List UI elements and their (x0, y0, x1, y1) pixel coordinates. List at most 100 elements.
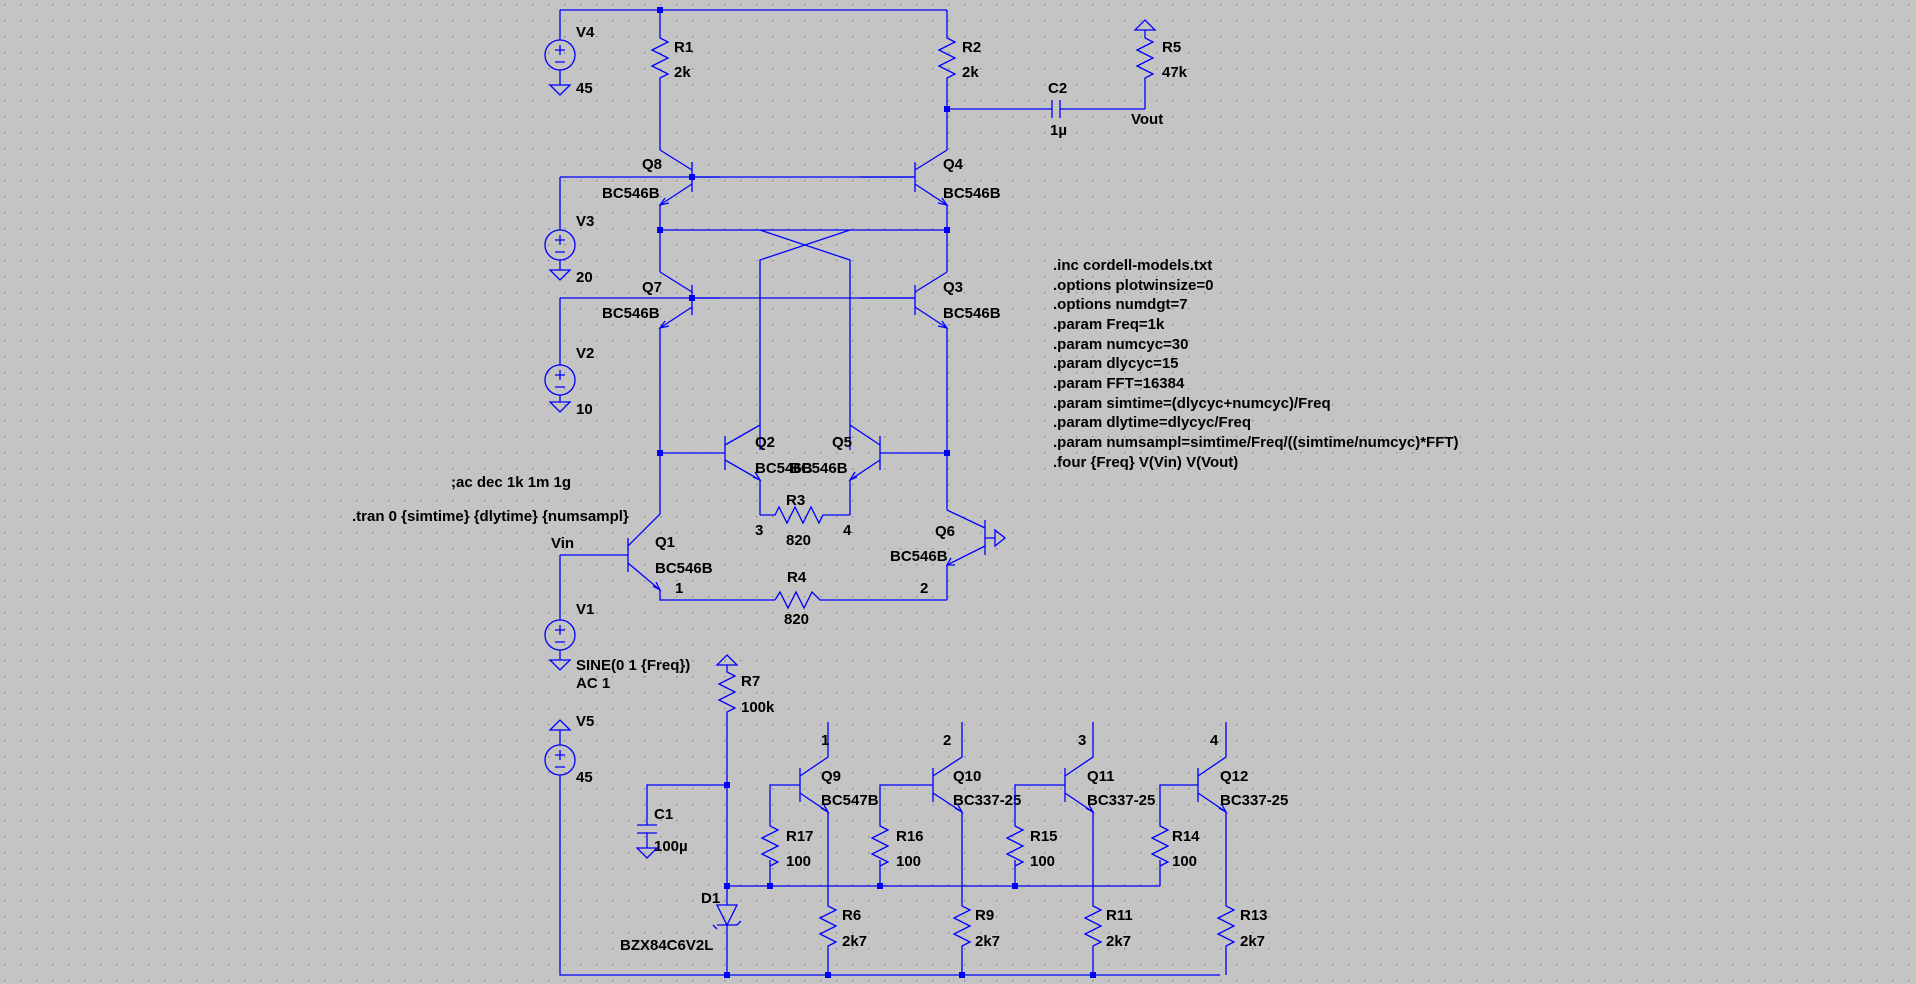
R6-value: 2k7 (842, 933, 867, 950)
C2-name: C2 (1048, 80, 1067, 97)
directive-line: .param dlycyc=15 (1053, 355, 1179, 372)
Q4-name: Q4 (943, 156, 964, 173)
transistor-Q2[interactable]: Q2 BC546B (720, 424, 813, 515)
Q8-name: Q8 (642, 156, 662, 173)
R6-name: R6 (842, 907, 861, 924)
resistor-R4[interactable]: R4 820 2 (774, 569, 947, 628)
C1-name: C1 (654, 806, 673, 823)
Q6-value: BC546B (890, 548, 948, 565)
R15-value: 100 (1030, 853, 1055, 870)
V2-name: V2 (576, 345, 594, 362)
voltage-source-V5[interactable]: V5 45 (544, 713, 1220, 976)
net-label-vout: Vout (1131, 111, 1163, 128)
directive-line: .four {Freq} V(Vin) V(Vout) (1053, 454, 1238, 471)
R5-name: R5 (1162, 39, 1181, 56)
voltage-source-V2[interactable]: V2 10 (544, 345, 594, 418)
R1-name: R1 (674, 39, 693, 56)
capacitor-C2[interactable]: C2 1µ (1048, 80, 1067, 139)
Q1-name: Q1 (655, 534, 675, 551)
Q2-name: Q2 (755, 434, 775, 451)
V1-value: SINE(0 1 {Freq}) (576, 657, 690, 674)
net-label-q10-2: 2 (943, 732, 951, 749)
C2-value: 1µ (1050, 122, 1067, 139)
resistor-R11[interactable]: R11 2k7 (1083, 900, 1133, 975)
top-rail (560, 9, 948, 30)
V4-value: 45 (576, 80, 593, 97)
R4-value: 820 (784, 611, 809, 628)
Q7-name: Q7 (642, 279, 662, 296)
resistor-R2[interactable]: R2 2k (937, 30, 981, 88)
resistor-R5[interactable]: R5 47k (1133, 19, 1188, 109)
net-label-q11-3: 3 (1078, 732, 1086, 749)
R1-value: 2k (674, 64, 691, 81)
resistor-R6[interactable]: R6 2k7 (818, 900, 867, 975)
R17-value: 100 (786, 853, 811, 870)
voltage-source-V4[interactable]: V4 45 (544, 10, 595, 97)
R9-name: R9 (975, 907, 994, 924)
Q10-value: BC337-25 (953, 792, 1021, 809)
V2-value: 10 (576, 401, 593, 418)
Q9-name: Q9 (821, 768, 841, 785)
directive-line: .param simtime=(dlycyc+numcyc)/Freq (1053, 395, 1331, 412)
V3-name: V3 (576, 213, 594, 230)
V1-name: V1 (576, 601, 594, 618)
resistor-R16[interactable]: R16 100 (870, 818, 924, 870)
Q3-value: BC546B (943, 305, 1001, 322)
resistor-R1[interactable]: R1 2k (650, 30, 693, 88)
R7-value: 100k (741, 699, 775, 716)
Q9-value: BC547B (821, 792, 879, 809)
resistor-R7[interactable]: R7 100k (715, 654, 775, 886)
background-grid (4, 4, 1910, 982)
transistor-Q9[interactable]: 1 Q9 BC547B (769, 722, 879, 900)
Q12-name: Q12 (1220, 768, 1248, 785)
R9-value: 2k7 (975, 933, 1000, 950)
transistor-Q3[interactable]: Q3 BC546B (860, 271, 1001, 330)
R2-value: 2k (962, 64, 979, 81)
directive-line: .param numcyc=30 (1053, 336, 1189, 353)
transistor-Q5[interactable]: Q5 BC546B (790, 424, 881, 515)
directive-line: .options numdgt=7 (1053, 296, 1188, 313)
R7-name: R7 (741, 673, 760, 690)
R17-name: R17 (786, 828, 814, 845)
zener-diode-D1[interactable]: D1 BZX84C6V2L (620, 886, 742, 975)
transistor-Q6[interactable]: Q6 BC546B (890, 509, 1007, 600)
tran-directive[interactable]: .tran 0 {simtime} {dlytime} {numsampl} (352, 508, 629, 525)
transistor-Q12[interactable]: 4 Q12 BC337-25 (1159, 722, 1288, 900)
Q12-value: BC337-25 (1220, 792, 1288, 809)
resistor-R3[interactable]: R3 820 3 4 (755, 492, 852, 549)
Q8-value: BC546B (602, 185, 660, 202)
resistor-R14[interactable]: R14 100 (1150, 818, 1200, 870)
R15-name: R15 (1030, 828, 1058, 845)
R3-name: R3 (786, 492, 805, 509)
R16-value: 100 (896, 853, 921, 870)
capacitor-C1[interactable]: C1 100µ (635, 784, 727, 859)
V3-value: 20 (576, 269, 593, 286)
directive-line: .param dlytime=dlycyc/Freq (1053, 414, 1251, 431)
transistor-Q7[interactable]: Q7 BC546B (602, 271, 720, 330)
R14-name: R14 (1172, 828, 1200, 845)
Q10-name: Q10 (953, 768, 981, 785)
Q1-value: BC546B (655, 560, 713, 577)
resistor-R13[interactable]: R13 2k7 (1216, 900, 1268, 975)
resistor-R15[interactable]: R15 100 (1005, 818, 1058, 870)
directive-line: .param FFT=16384 (1053, 375, 1185, 392)
transistor-Q10[interactable]: 2 Q10 BC337-25 (879, 722, 1021, 900)
Q11-name: Q11 (1087, 768, 1115, 785)
C1-value: 100µ (654, 838, 688, 855)
spice-directive-block[interactable]: .inc cordell-models.txt .options plotwin… (1053, 257, 1459, 471)
R13-value: 2k7 (1240, 933, 1265, 950)
net-label-4: 4 (843, 522, 852, 539)
D1-name: D1 (701, 890, 720, 907)
voltage-source-V1[interactable]: V1 SINE(0 1 {Freq}) AC 1 (544, 555, 690, 692)
R4-name: R4 (787, 569, 807, 586)
resistor-R17[interactable]: R17 100 (760, 818, 814, 870)
resistor-R9[interactable]: R9 2k7 (952, 900, 1000, 975)
transistor-Q1[interactable]: Q1 BC546B 1 (560, 513, 775, 601)
voltage-source-V3[interactable]: V3 20 (544, 213, 594, 286)
directive-line: .inc cordell-models.txt (1053, 257, 1212, 274)
net-label-q12-4: 4 (1210, 732, 1219, 749)
Q4-value: BC546B (943, 185, 1001, 202)
transistor-Q11[interactable]: 3 Q11 BC337-25 (1014, 722, 1155, 900)
ac-directive[interactable]: ;ac dec 1k 1m 1g (451, 474, 571, 491)
